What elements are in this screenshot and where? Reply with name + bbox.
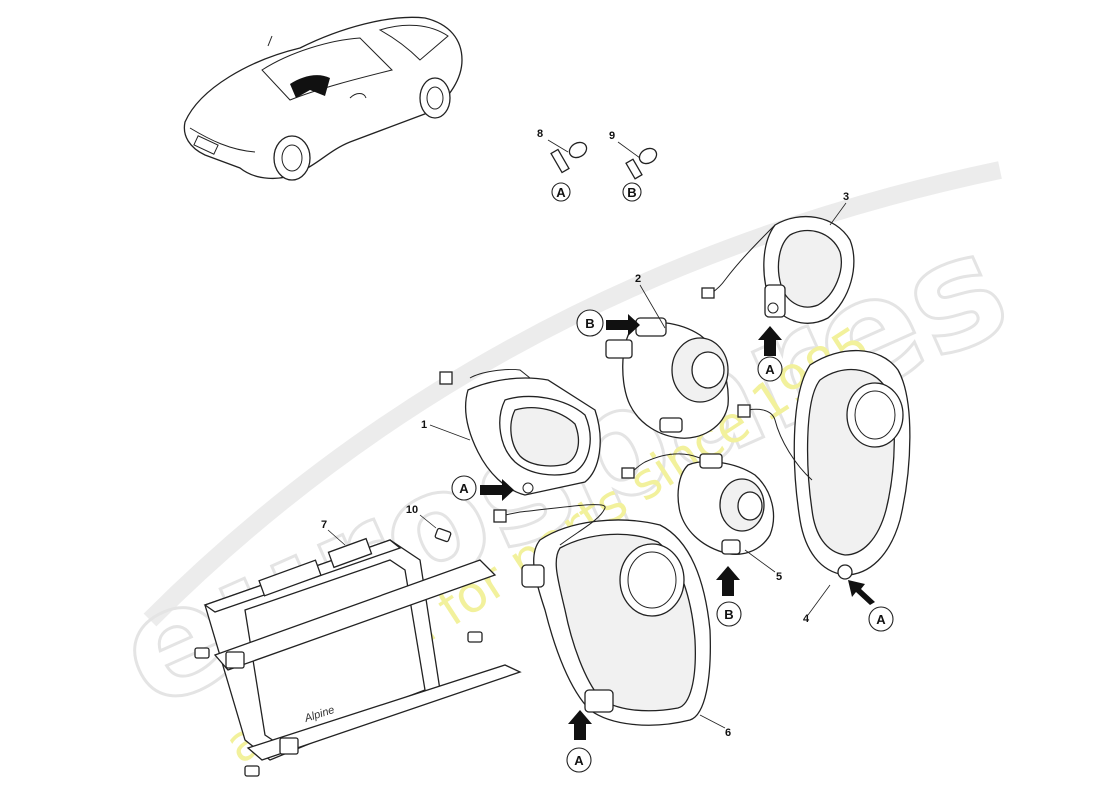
part-7-amplifier: Alpine (203, 529, 522, 761)
reference-a-part-3: A (757, 356, 783, 382)
callout-6: 6 (725, 727, 731, 739)
reference-a-part-6: A (566, 747, 592, 773)
reference-b-bolt-9: B (622, 182, 642, 202)
part-5-speaker (621, 453, 776, 573)
arrow-a-part-1 (480, 479, 514, 501)
reference-a-bolt-8-label: A (556, 185, 566, 200)
callout-8: 8 (537, 128, 543, 140)
car-illustration (183, 16, 463, 181)
reference-a-part-4: A (868, 606, 894, 632)
callout-2: 2 (635, 273, 641, 285)
callout-7: 7 (321, 519, 327, 531)
reference-b-bolt-9-label: B (627, 185, 636, 200)
bolt-loose-c (244, 765, 260, 777)
callout-5: 5 (776, 571, 782, 583)
reference-b-part-5: B (716, 601, 742, 627)
arrow-a-part-4 (848, 580, 875, 605)
callout-10: 10 (406, 504, 418, 516)
arrow-b-part-5 (716, 566, 740, 596)
bolt-8 (547, 139, 588, 174)
callout-3: 3 (843, 191, 849, 203)
arrow-a-part-6 (568, 710, 592, 740)
part-2-speaker (605, 284, 729, 439)
reference-a-bolt-8: A (551, 182, 571, 202)
arrow-a-part-3 (758, 326, 782, 356)
bolt-loose-a (194, 647, 210, 659)
part-6-speaker (493, 504, 726, 729)
reference-b-part-5-label: B (724, 607, 733, 622)
callout-4: 4 (803, 613, 810, 625)
part-3-speaker (701, 202, 855, 324)
callout-9: 9 (609, 130, 615, 142)
callout-1: 1 (421, 419, 427, 431)
reference-a-part-1-label: A (459, 481, 469, 496)
bolt-loose-b (467, 631, 483, 643)
reference-b-part-2: B (576, 309, 604, 337)
bolt-9 (617, 141, 658, 180)
reference-a-part-1: A (451, 475, 477, 501)
reference-a-part-3-label: A (765, 362, 775, 377)
bolt-10 (419, 514, 452, 543)
arrow-b-part-2 (606, 314, 640, 336)
reference-b-part-2-label: B (585, 316, 594, 331)
part-4-speaker (737, 349, 911, 616)
reference-a-part-4-label: A (876, 612, 886, 627)
reference-a-part-6-label: A (574, 753, 584, 768)
part-1-speaker (429, 369, 601, 496)
